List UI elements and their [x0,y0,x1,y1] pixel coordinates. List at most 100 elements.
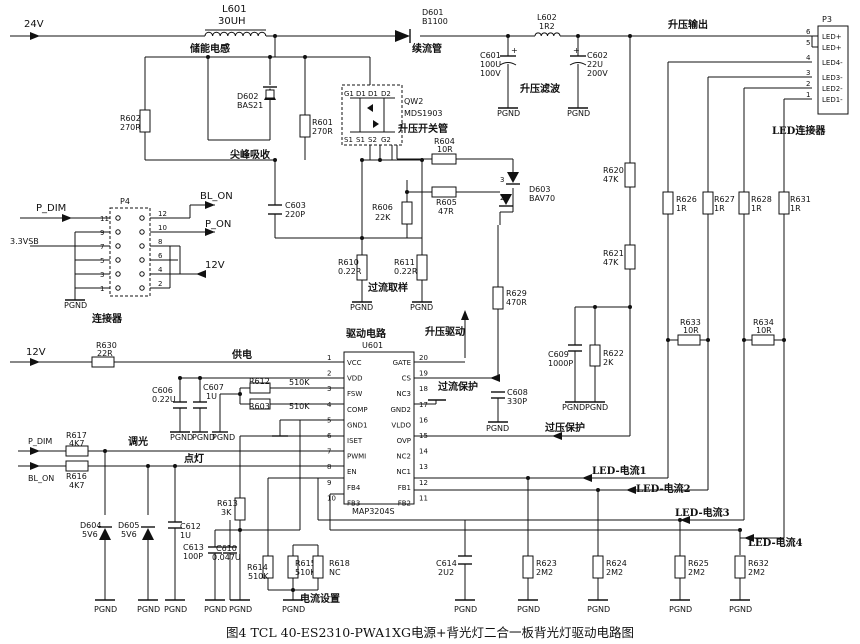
d601-value: B1100 [422,17,448,26]
ic-pin-number: 10 [327,494,336,502]
ic-pin-name: COMP [347,406,368,414]
u601-part: MAP3204S [352,507,395,516]
ic-pin-number: 19 [419,370,428,378]
r633-ref: R633 [680,318,701,327]
ic-pin-number: 5 [327,416,331,424]
p4-pin [115,215,121,221]
resistor-r602: R602 270R [120,109,151,133]
p3-pin-number: 4 [806,54,811,62]
r617-value: 4K7 [69,439,84,448]
pgnd-label: PGND [454,605,477,614]
label-catch-diode: 续流管 [412,42,442,55]
ic-pin-number: 4 [327,401,332,409]
resistor-r601: R601 270R [299,114,333,138]
resistor-r603: R603 510K [249,398,310,411]
p4-pin-number: 2 [158,280,162,288]
r620-value: 47K [603,175,619,184]
r605-ref: R605 [436,198,457,207]
qw2-ref: QW2 [404,97,423,106]
ic-pin-name: FB4 [347,484,361,492]
resistor-r629: R629 470R [492,286,527,310]
p4-pin [139,285,145,291]
net-bl-on-input: BL_ON [28,474,54,483]
net-p-dim-input: P_DIM [28,437,52,446]
label-ov-protect: 过压保护 [545,421,585,434]
capacitor-c612: C612 1U PGND [164,521,201,614]
r625-ref: R625 [688,559,709,568]
pgnd-label: PGND [669,605,692,614]
ic-pin-name: NC1 [396,468,411,476]
c602-voltage: 200V [587,69,608,78]
c602-value: 22U [587,60,603,69]
ic-pin-name: FSW [347,390,362,398]
label-led-current-4: LED-电流4 [748,536,803,549]
label-supply: 供电 [231,348,252,361]
pgnd-label: PGND [229,605,252,614]
c601-voltage: 100V [480,69,501,78]
c612-value: 1U [180,531,191,540]
c606-value: 0.22U [152,395,176,404]
r612-value: 510K [289,378,310,387]
u601-ref: U601 [362,341,383,350]
r614-ref: R614 [247,563,268,572]
r621-ref: R621 [603,249,624,258]
p3-pin-number: 2 [806,80,810,88]
resistor-r622: R622 2K PGND [585,344,624,412]
c606-ref: C606 [152,386,173,395]
ic-pin-name: EN [347,468,357,476]
label-connector: 连接器 [92,312,123,325]
ic-pin-name: CS [402,375,412,383]
pgnd-label: PGND [64,301,87,310]
p4-pin-number: 9 [100,229,104,237]
label-enable: 点灯 [184,452,204,465]
resistor-r604: R604 10R [431,137,457,165]
capacitor-c607: C607 1U PGND PGND [192,383,235,442]
diode-d601: D601 B1100 [395,8,448,43]
p4-pin [139,243,145,249]
ic-pin-name: GND1 [347,421,368,429]
inductor-l601: L601 30UH [204,4,267,37]
label-snubber: 尖峰吸收 [230,148,270,161]
p4-pin [115,243,121,249]
l602-ref: L602 [537,13,557,22]
resistor-r612: R612 510K [249,377,310,394]
ic-pin-name: ISET [347,437,363,445]
r624-ref: R624 [606,559,627,568]
c612-ref: C612 [180,522,201,531]
r621-value: 47K [603,258,619,267]
p3-pin-name: LED+ [822,33,842,41]
r614-value: 510K [248,572,269,581]
ic-pin-number: 3 [327,385,331,393]
arrows [30,32,754,542]
r603-ref: R603 [249,402,270,411]
p3-pin-name: LED4- [822,59,843,67]
r612-ref: R612 [249,377,270,386]
resistor-r614: R614 510K [247,555,274,581]
net-3v3vsb: 3.3VSB [10,237,39,246]
r605-value: 47R [438,207,454,216]
label-led-connector: LED连接器 [772,124,826,137]
label-inductor: 储能电感 [189,42,230,55]
d602-value: BAS21 [237,101,263,110]
capacitor-c603: C603 220P [268,201,306,219]
p4-pin-number: 11 [100,215,109,223]
net-12v-connector: 12V [205,260,225,271]
r623-ref: R623 [536,559,557,568]
ic-pin-number: 8 [327,463,331,471]
capacitor-c609: C609 1000P PGND [548,344,585,412]
d604-ref: D604 [80,521,101,530]
pgnd-label: PGND [137,605,160,614]
junctions [103,34,786,592]
r622-value: 2K [603,358,614,367]
r629-value: 470R [506,298,527,307]
r616-value: 4K7 [69,481,84,490]
resistor-r631: R631 1R [778,191,811,215]
ic-pin-name: GATE [393,359,411,367]
pgnd-label: PGND [587,605,610,614]
ic-pin-labels: VCC1VDD2FSW3COMP4GND15ISET6PWMI7EN8FB49F… [327,354,428,507]
p4-pin [115,271,121,277]
p3-pin-number: 6 [806,28,811,36]
r631-value: 1R [790,204,801,213]
